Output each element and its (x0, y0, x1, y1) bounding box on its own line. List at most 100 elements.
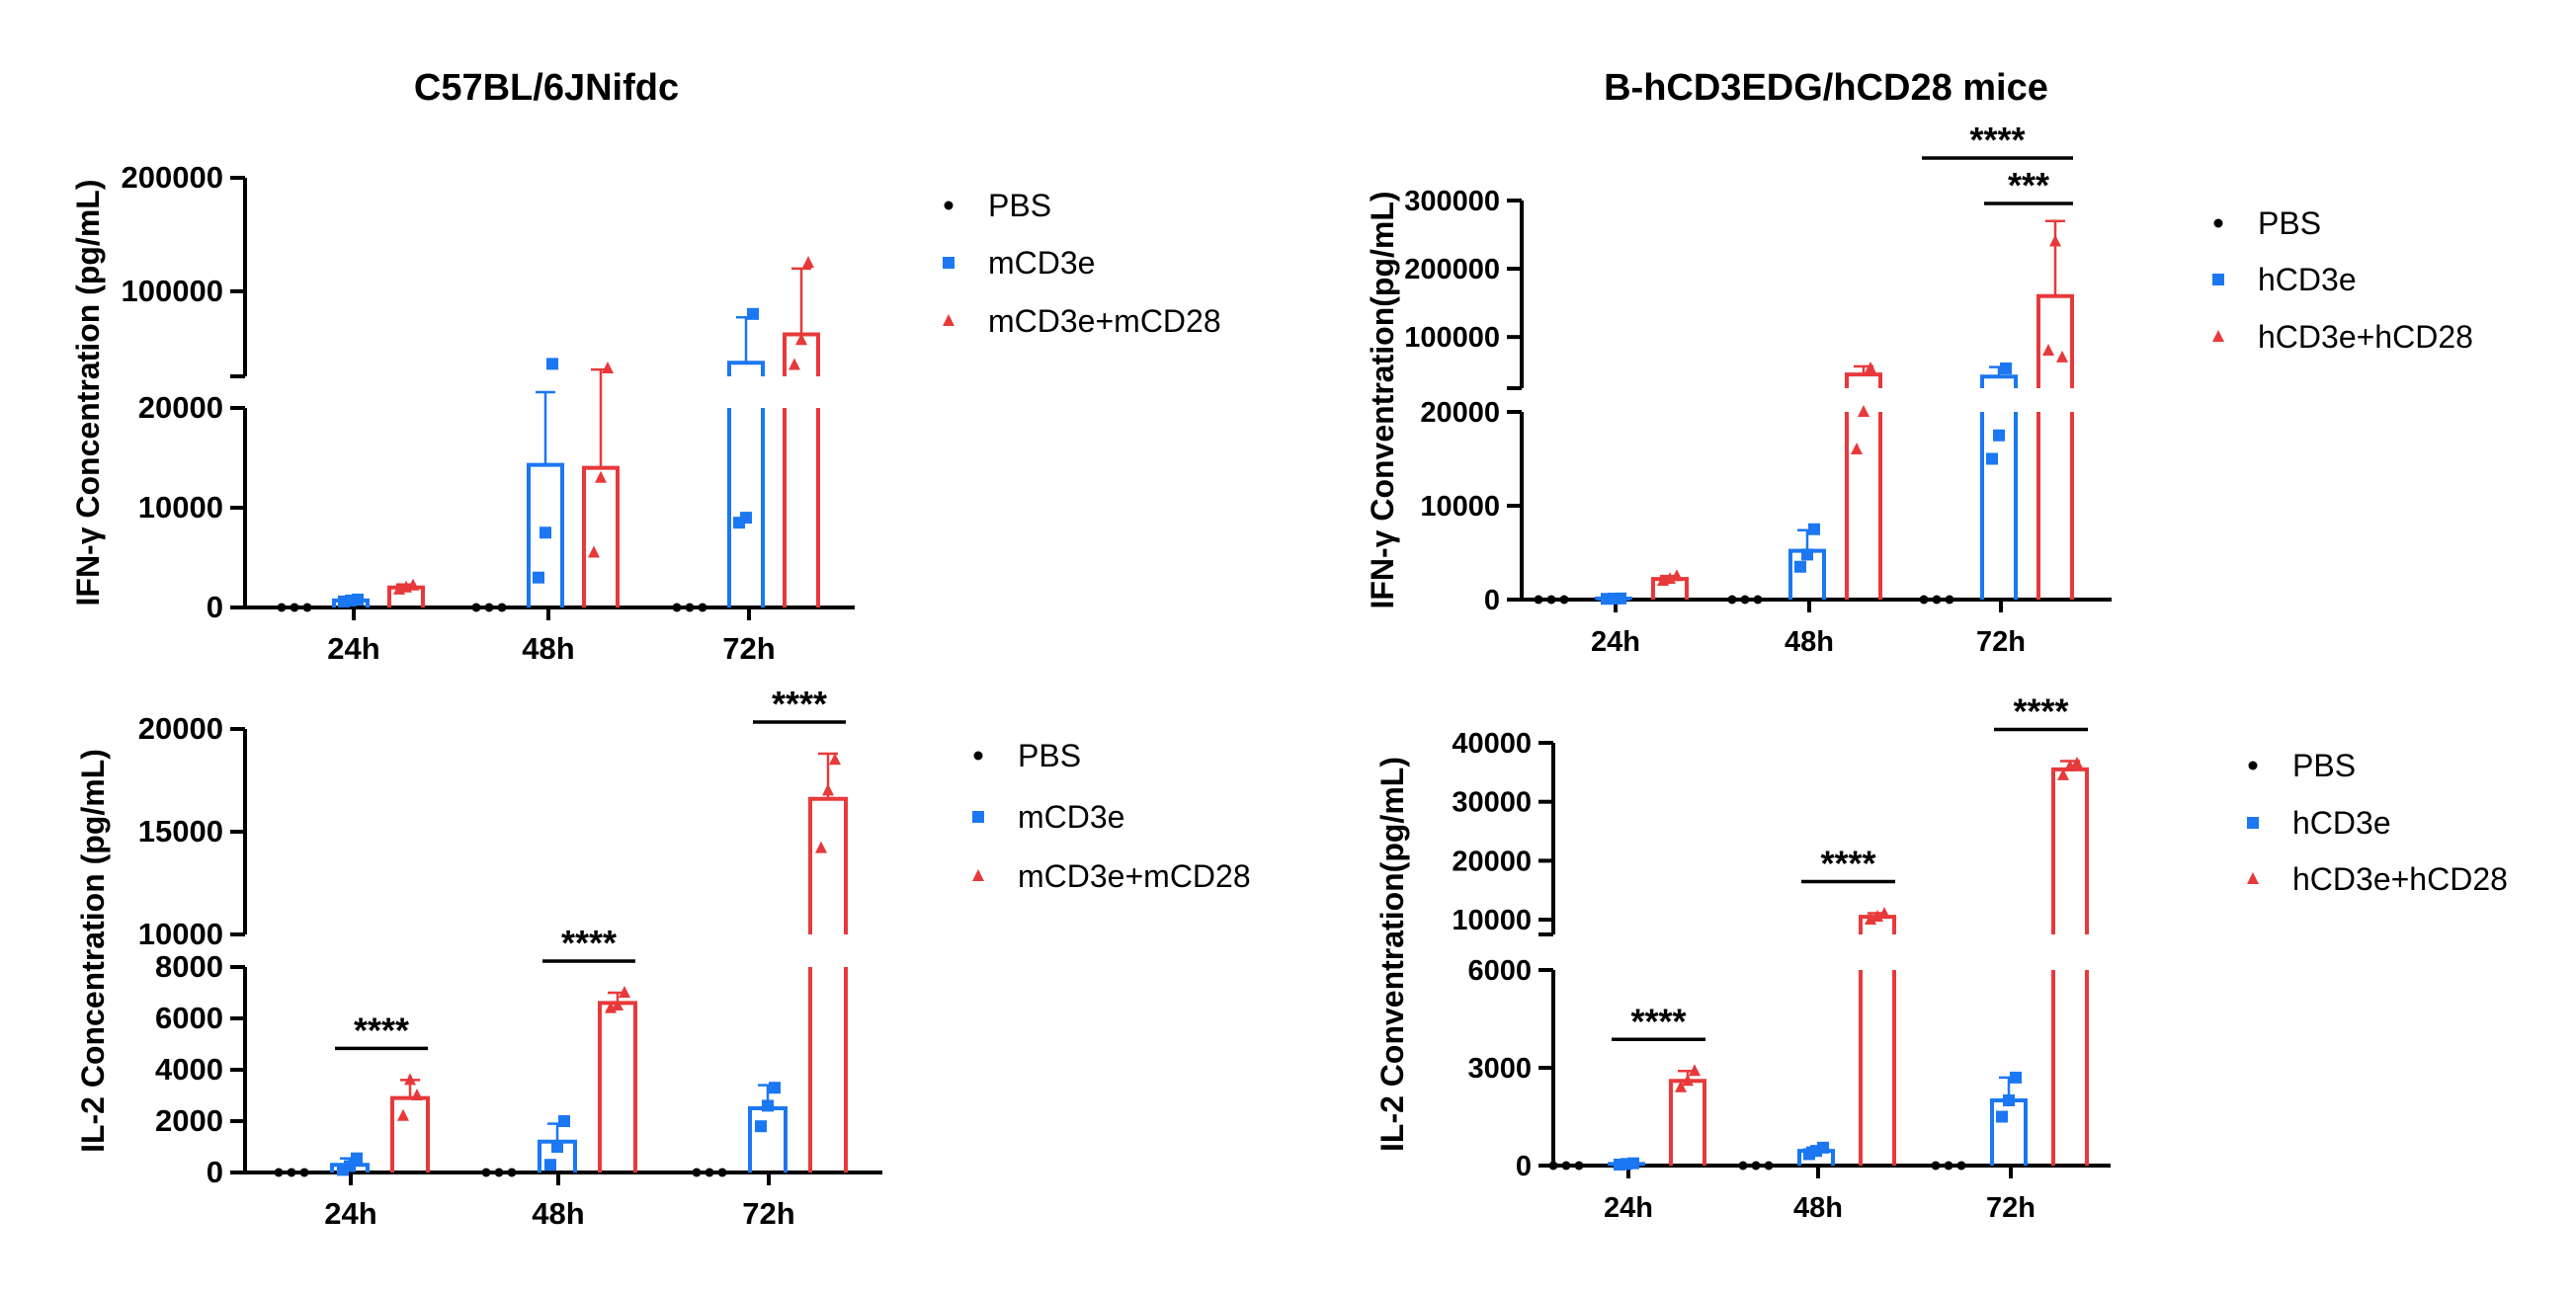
data-point (404, 1073, 416, 1086)
bar (598, 1001, 637, 1172)
data-point (1878, 907, 1890, 920)
data-point (481, 1168, 491, 1177)
legend-marker (2212, 330, 2224, 342)
bar (1845, 372, 1882, 388)
y-tick-label: 0 (207, 590, 223, 624)
x-tick-label: 24h (327, 631, 379, 666)
series-mCD3e (330, 1082, 788, 1176)
data-point (277, 603, 287, 612)
significance-bracket: **** (1922, 120, 2073, 160)
data-point (1956, 1161, 1966, 1171)
series-mCD3e+mCD28 (390, 752, 848, 1172)
data-point (747, 307, 759, 320)
bar (727, 408, 765, 607)
data-point (698, 603, 707, 612)
data-point (1546, 595, 1556, 605)
bar (727, 361, 765, 376)
data-point (2071, 756, 2083, 768)
bar (748, 1106, 788, 1172)
data-point (471, 603, 481, 612)
significance-bracket: **** (1612, 1001, 1705, 1041)
data-point (1615, 592, 1626, 605)
legend-label: PBS (988, 188, 1051, 223)
data-point (1801, 548, 1813, 561)
data-point (411, 1089, 423, 1100)
data-point (1808, 523, 1820, 535)
data-point (1740, 595, 1750, 605)
left-column-title: C57BL/6JNifdc (413, 67, 680, 109)
legend-marker (972, 811, 984, 823)
data-point (1738, 1161, 1748, 1171)
significance-label: *** (2008, 165, 2049, 205)
bar (582, 465, 620, 607)
x-tick-label: 24h (1604, 1192, 1653, 1224)
y-tick-label: 20000 (1452, 846, 1532, 877)
data-point (351, 1152, 363, 1165)
legend-label: PBS (2258, 205, 2321, 241)
bar (2036, 412, 2074, 600)
data-point (2056, 350, 2068, 363)
series-mCD3e (332, 307, 765, 607)
data-point (494, 1168, 504, 1177)
significance-bracket: **** (1994, 691, 2088, 732)
data-point (2049, 234, 2061, 247)
data-point (815, 841, 827, 853)
series-mCD3e+mCD28 (387, 256, 820, 607)
significance-label: **** (1969, 120, 2025, 160)
y-tick-label: 4000 (155, 1052, 223, 1087)
data-point (352, 593, 364, 606)
legend-marker (943, 314, 955, 326)
data-point (829, 753, 841, 766)
bar (2036, 293, 2074, 388)
data-point (397, 1108, 409, 1121)
significance-bracket: **** (1801, 844, 1895, 884)
significance-bracket: **** (335, 1010, 428, 1050)
legend-label: mCD3e+mCD28 (1018, 858, 1251, 894)
legend-marker (2247, 872, 2259, 884)
significance-label: **** (561, 923, 617, 963)
data-point (1764, 1161, 1774, 1171)
bar (390, 1095, 430, 1172)
y-tick-label: 0 (207, 1155, 223, 1189)
y-tick-label: 20000 (138, 711, 223, 746)
data-point (789, 358, 800, 370)
y-tick-label: 8000 (155, 949, 223, 984)
y-tick-label: 6000 (155, 1001, 223, 1035)
y-tick-label: 10000 (1452, 905, 1532, 936)
series-PBS (277, 603, 707, 612)
bar (2051, 970, 2089, 1166)
y-tick-label: 40000 (1452, 728, 1532, 760)
x-tick-label: 48h (1785, 626, 1834, 658)
x-tick-label: 48h (532, 1196, 584, 1231)
data-point (2003, 1094, 2015, 1106)
y-tick-label: 300000 (1404, 186, 1500, 217)
series-hCD3e (1595, 362, 2018, 606)
data-point (1993, 429, 2005, 442)
significance-bracket: **** (542, 923, 635, 963)
data-point (302, 603, 312, 612)
y-tick-label: 15000 (138, 814, 223, 849)
legend-marker (2247, 817, 2259, 829)
bar (808, 967, 848, 1172)
data-point (274, 1168, 284, 1177)
data-point (672, 603, 682, 612)
bar (1845, 412, 1882, 600)
y-axis-label: IFN-γ Concentration (pg/mL) (70, 180, 106, 606)
data-point (1574, 1161, 1584, 1171)
series-PBS (1548, 1161, 1966, 1171)
data-point (705, 1168, 714, 1177)
data-point (822, 783, 834, 796)
data-point (287, 1168, 296, 1177)
bar (1980, 374, 2018, 388)
data-point (692, 1168, 702, 1177)
significance-label: **** (1820, 844, 1875, 884)
x-tick-label: 72h (1986, 1192, 2036, 1224)
legend-label: hCD3e+hCD28 (2258, 319, 2473, 355)
data-point (544, 1159, 556, 1172)
data-point (1986, 452, 1998, 465)
series-PBS (1534, 595, 1954, 605)
x-tick-label: 72h (722, 631, 775, 666)
